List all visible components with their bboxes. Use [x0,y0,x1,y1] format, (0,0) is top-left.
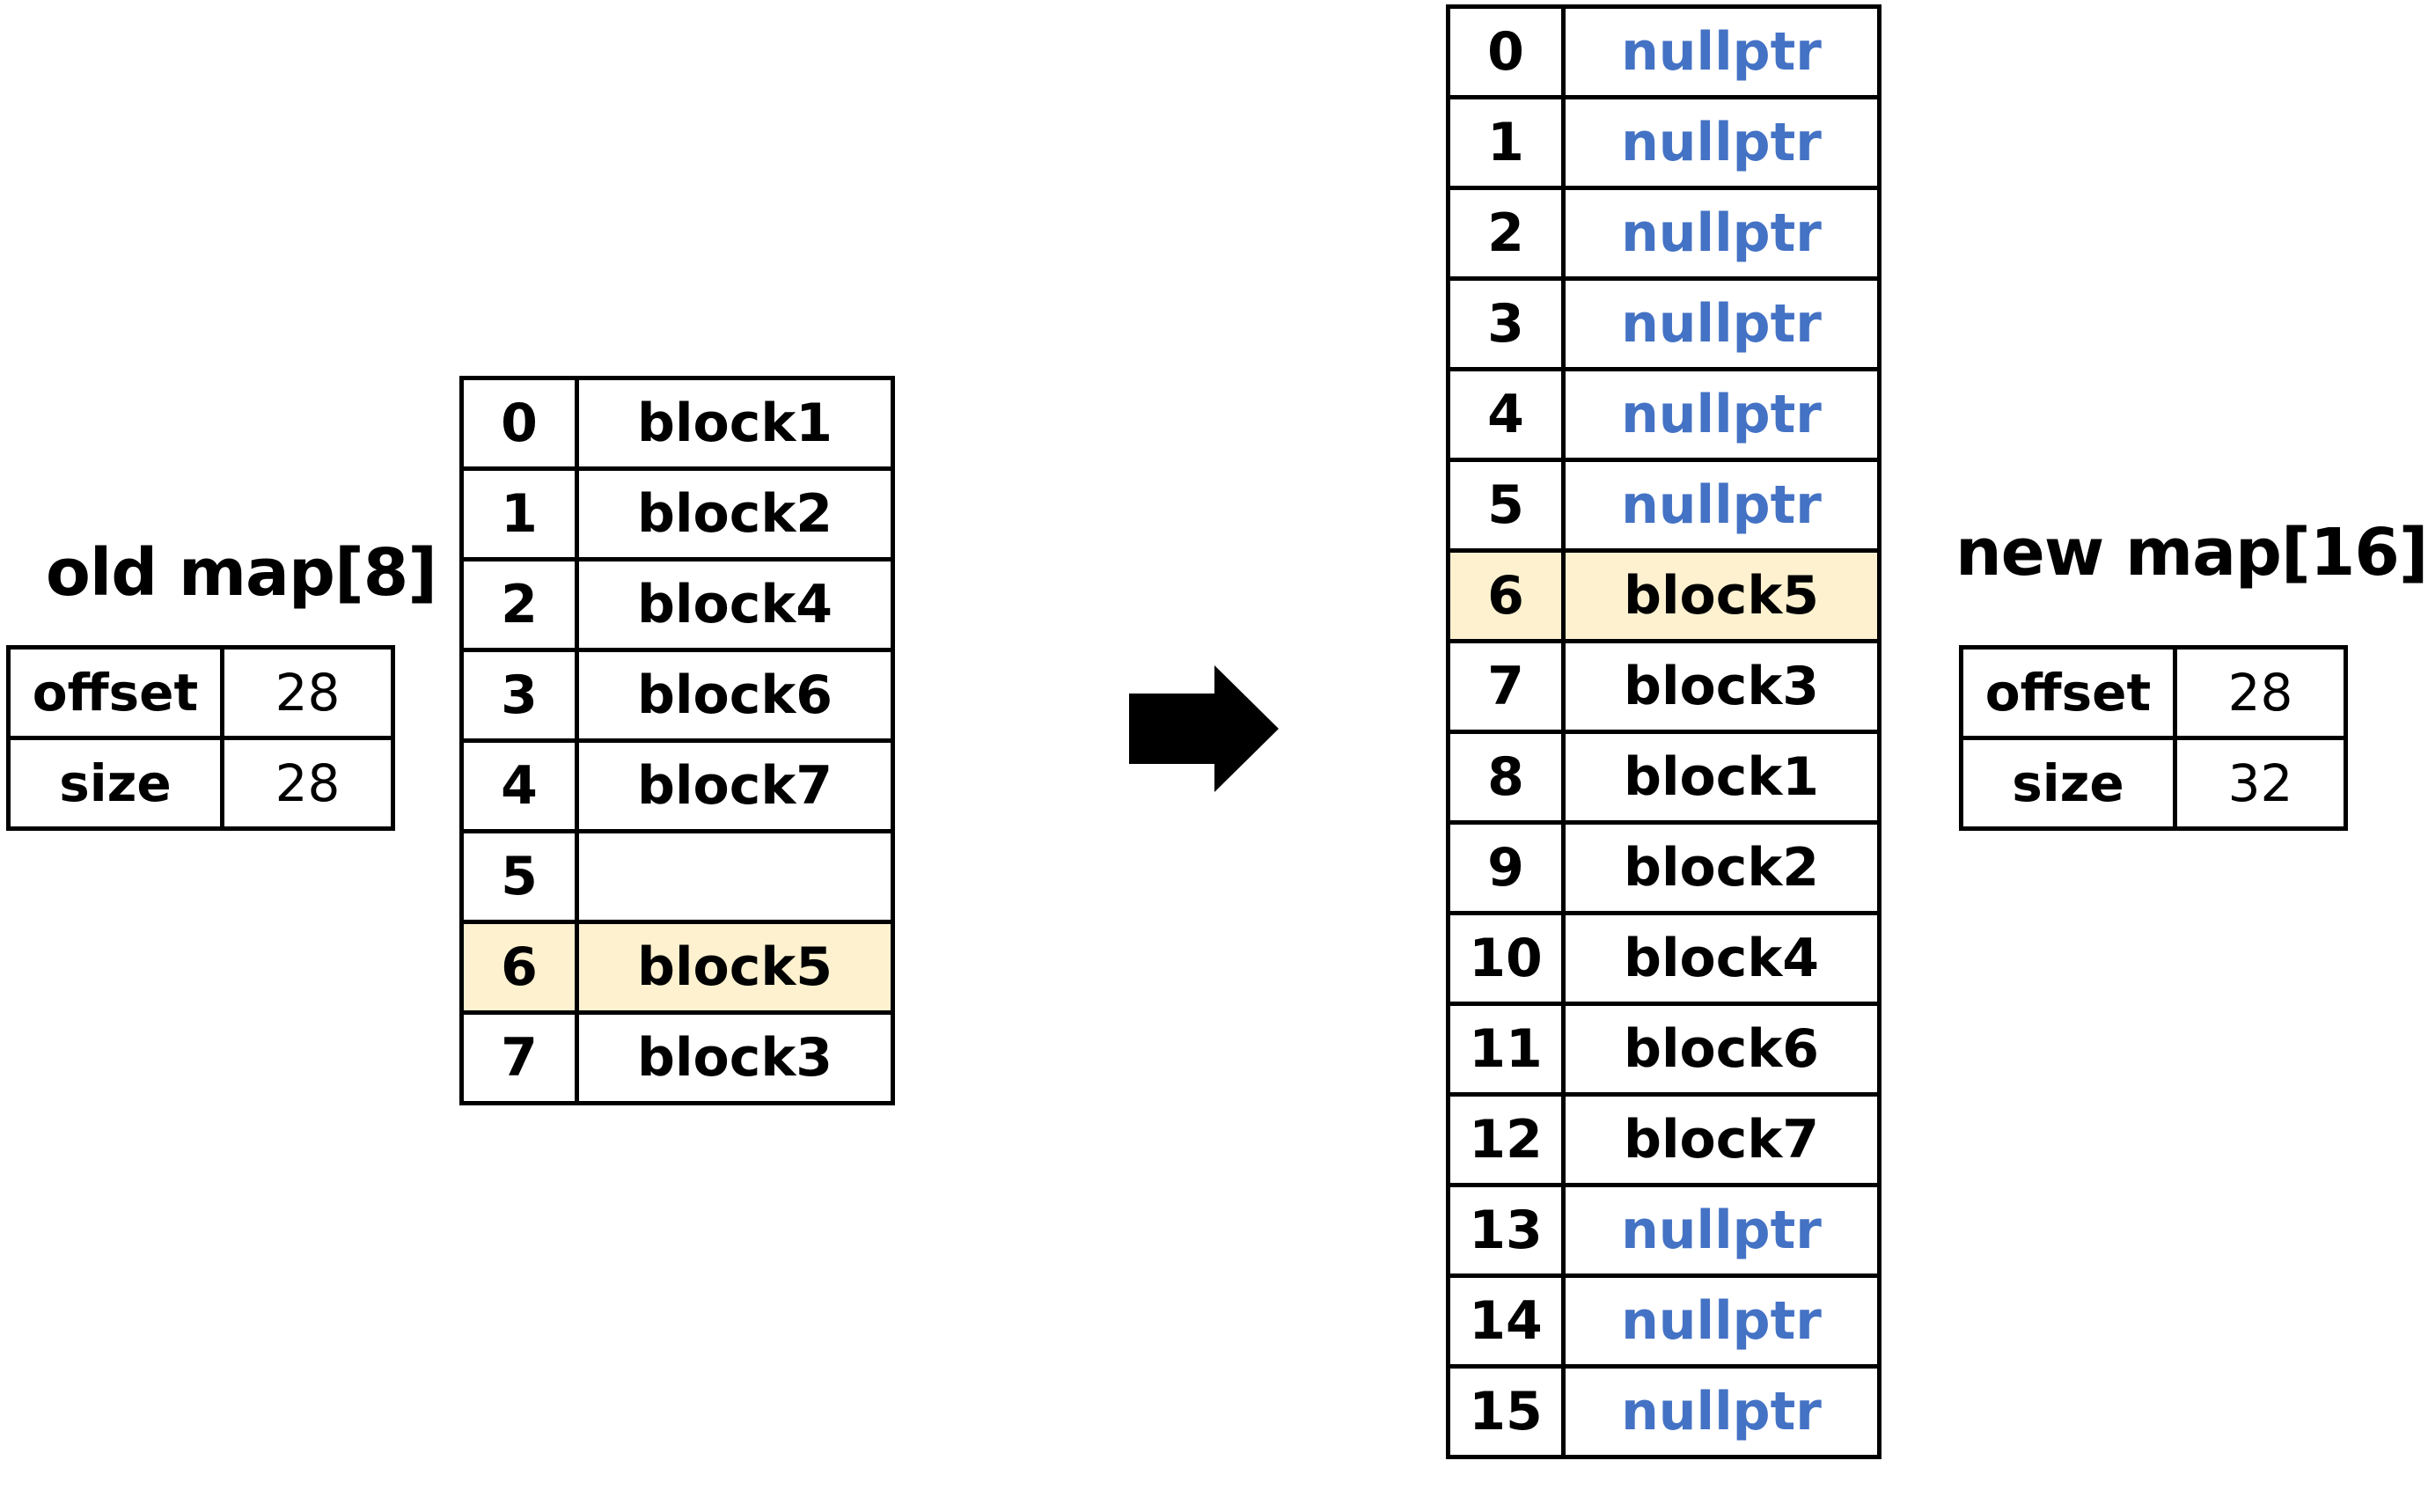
old-map-offset-row: offset 28 [6,645,395,740]
old-map-slot [575,829,895,924]
old-map-row: 5 [459,829,895,924]
new-map-index: 11 [1446,1002,1566,1097]
old-map-index: 1 [459,466,579,561]
new-map-slot: block4 [1561,911,1882,1006]
new-map-index: 14 [1446,1273,1566,1369]
new-map-index: 12 [1446,1092,1566,1187]
old-map-size-label: size [6,736,224,831]
new-map-offset-row: offset 28 [1959,645,2348,740]
old-map-size-row: size 28 [6,736,395,831]
new-map-slot: nullptr [1561,95,1882,190]
new-map-slot: block5 [1561,548,1882,643]
new-map-info-table: offset 28 size 32 [1959,645,2348,831]
new-map-slot: nullptr [1561,1364,1882,1459]
old-map-index: 4 [459,738,579,833]
old-map-size-value: 28 [220,736,395,831]
new-map-slot: block1 [1561,730,1882,825]
arrow-shape [1129,665,1279,792]
new-map-slot: nullptr [1561,1183,1882,1278]
new-map-index: 10 [1446,911,1566,1006]
new-map-index: 0 [1446,4,1566,99]
old-map-slot: block4 [575,557,895,652]
old-map-info-table: offset 28 size 28 [6,645,395,831]
new-map-slot: nullptr [1561,276,1882,371]
new-map-index: 15 [1446,1364,1566,1459]
right-arrow-icon [1129,665,1279,792]
new-map-index: 8 [1446,730,1566,825]
old-map-index: 5 [459,829,579,924]
new-map-slot: block6 [1561,1002,1882,1097]
new-map-slot: nullptr [1561,1273,1882,1369]
new-map-slot: nullptr [1561,186,1882,281]
old-map-index: 0 [459,376,579,471]
old-map-index: 3 [459,648,579,743]
new-map-size-label: size [1959,736,2177,831]
new-map-index: 1 [1446,95,1566,190]
new-map-index: 5 [1446,458,1566,553]
new-map-index: 7 [1446,639,1566,734]
new-map-offset-value: 28 [2173,645,2348,740]
old-map-title: old map[8] [46,535,437,611]
old-map-offset-label: offset [6,645,224,740]
new-map-index: 4 [1446,367,1566,462]
new-map-slot: nullptr [1561,458,1882,553]
old-map-slot: block2 [575,466,895,561]
old-map-offset-value: 28 [220,645,395,740]
new-map-index: 2 [1446,186,1566,281]
old-map-slot: block7 [575,738,895,833]
new-map-index: 3 [1446,276,1566,371]
old-map-slot: block1 [575,376,895,471]
new-map-title: new map[16] [1955,515,2428,591]
old-map-index: 7 [459,1010,579,1105]
new-map-slot: nullptr [1561,4,1882,99]
old-map-index: 2 [459,557,579,652]
old-map-slot: block6 [575,648,895,743]
new-map-index: 13 [1446,1183,1566,1278]
old-map-index: 6 [459,920,579,1015]
new-map-slot: block7 [1561,1092,1882,1187]
new-map-index: 9 [1446,820,1566,915]
old-map-slot: block3 [575,1010,895,1105]
new-map-size-row: size 32 [1959,736,2348,831]
new-map-slot: block3 [1561,639,1882,734]
new-map-slot: block2 [1561,820,1882,915]
new-map-index: 6 [1446,548,1566,643]
new-map-slot: nullptr [1561,367,1882,462]
old-map-slot: block5 [575,920,895,1015]
new-map-size-value: 32 [2173,736,2348,831]
new-map-offset-label: offset [1959,645,2177,740]
